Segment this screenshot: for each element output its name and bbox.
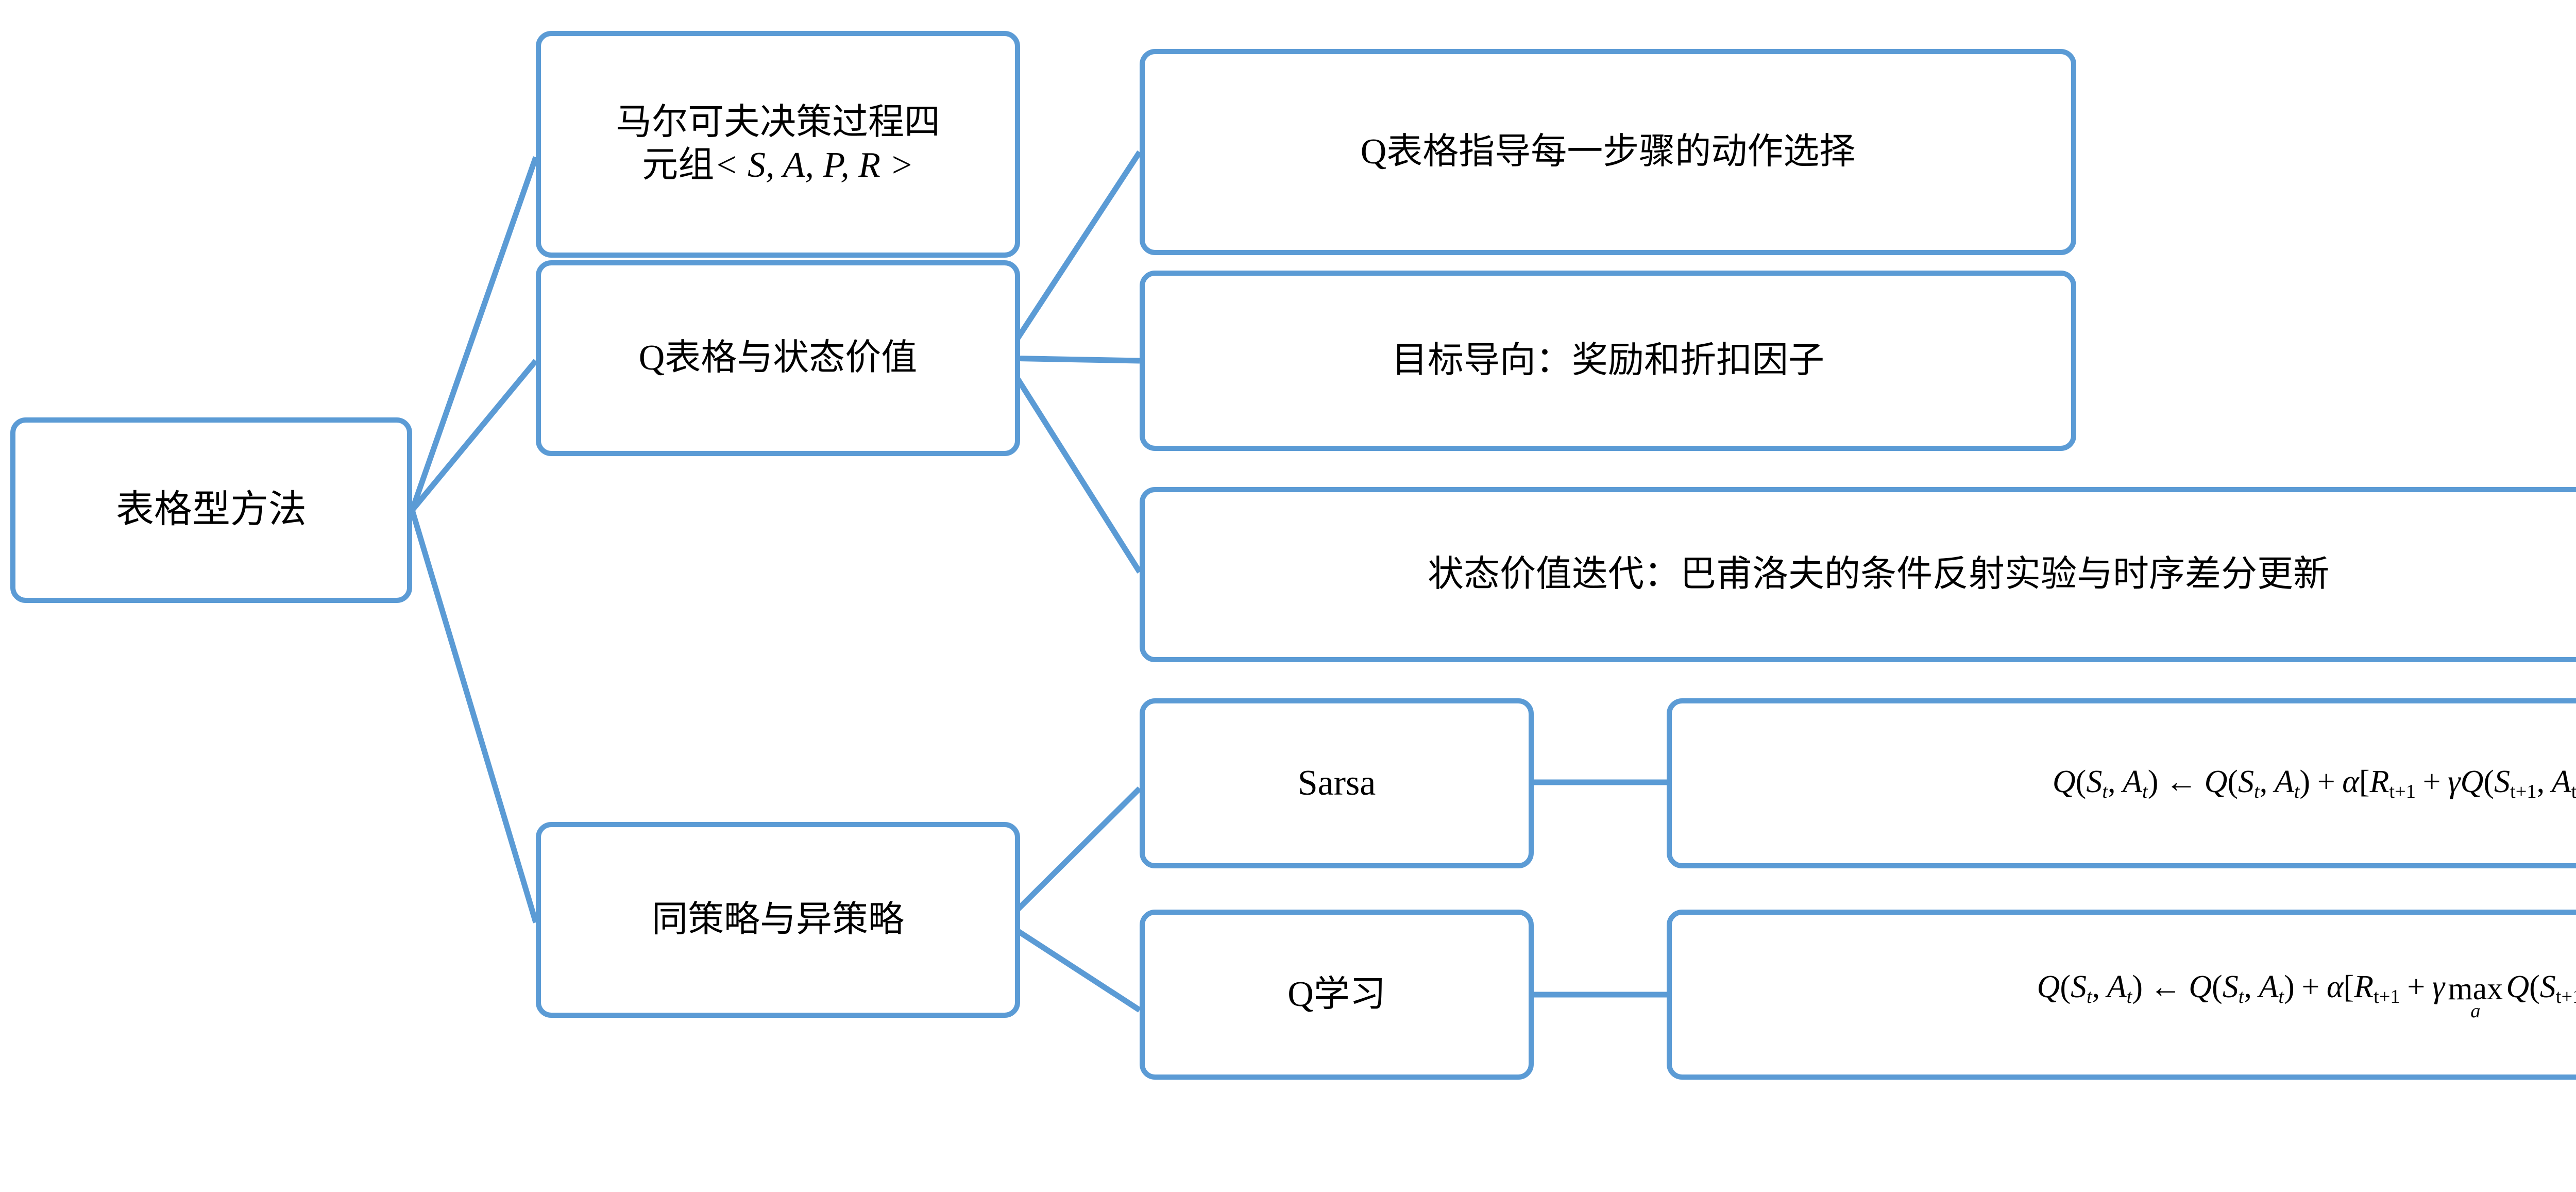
node-qtable-label: Q表格与状态价值 <box>638 338 918 378</box>
connector-root-to-mdp <box>409 156 539 511</box>
node-onoff-policy[interactable]: 同策略与异策略 <box>536 822 1020 1018</box>
node-root[interactable]: 表格型方法 <box>10 417 412 603</box>
node-qlearning-label: Q学习 <box>1287 974 1386 1014</box>
node-onoff-policy-label: 同策略与异策略 <box>652 899 904 939</box>
node-qlearning-formula[interactable]: Q(St,At)←Q(St,At)+α[Rt+1+γmaxaQ(St+1,a)−… <box>1667 910 2576 1080</box>
node-sarsa[interactable]: Sarsa <box>1140 698 1534 868</box>
connector-policy-to-sarsa <box>1003 786 1142 925</box>
node-mdp-tuple: < S, A, P, R > <box>714 145 914 185</box>
node-mdp-label: 马尔可夫决策过程四 元组< S, A, P, R > <box>606 102 950 187</box>
node-root-label: 表格型方法 <box>116 489 307 531</box>
connector-root-to-qtable <box>410 359 538 512</box>
connector-policy-to-qlearning <box>1003 920 1141 1013</box>
connector-qtable-to-valueiter <box>1002 357 1142 574</box>
qlearning-formula-expression: Q(St,At)←Q(St,At)+α[Rt+1+γmaxaQ(St+1,a)−… <box>2037 969 2576 1022</box>
node-sarsa-label: Sarsa <box>1297 763 1376 803</box>
connector-root-to-policy <box>409 509 539 924</box>
math-Q: Q <box>2052 764 2076 799</box>
node-goal-label: 目标导向：奖励和折扣因子 <box>1392 340 1824 380</box>
connector-qtable-to-qguide <box>1002 150 1142 360</box>
node-qlearning[interactable]: Q学习 <box>1140 910 1534 1080</box>
node-qtable[interactable]: Q表格与状态价值 <box>536 260 1020 456</box>
node-mdp-line1: 马尔可夫决策过程四 <box>616 103 940 143</box>
node-goal[interactable]: 目标导向：奖励和折扣因子 <box>1140 271 2076 451</box>
node-q-guide[interactable]: Q表格指导每一步骤的动作选择 <box>1140 49 2076 255</box>
node-mdp[interactable]: 马尔可夫决策过程四 元组< S, A, P, R > <box>536 31 1020 258</box>
sarsa-formula-expression: Q(St,At)←Q(St,At)+α[Rt+1+γQ(St+1,At+1)−Q… <box>2052 764 2576 802</box>
node-value-iteration-label: 状态价值迭代：巴甫洛夫的条件反射实验与时序差分更新 <box>1428 554 2329 594</box>
node-sarsa-formula[interactable]: Q(St,At)←Q(St,At)+α[Rt+1+γQ(St+1,At+1)−Q… <box>1667 698 2576 868</box>
connector-qtable-to-goal <box>1004 355 1140 364</box>
node-q-guide-label: Q表格指导每一步骤的动作选择 <box>1360 131 1856 172</box>
node-mdp-line2-prefix: 元组 <box>642 145 715 185</box>
node-value-iteration[interactable]: 状态价值迭代：巴甫洛夫的条件反射实验与时序差分更新 <box>1140 487 2576 662</box>
